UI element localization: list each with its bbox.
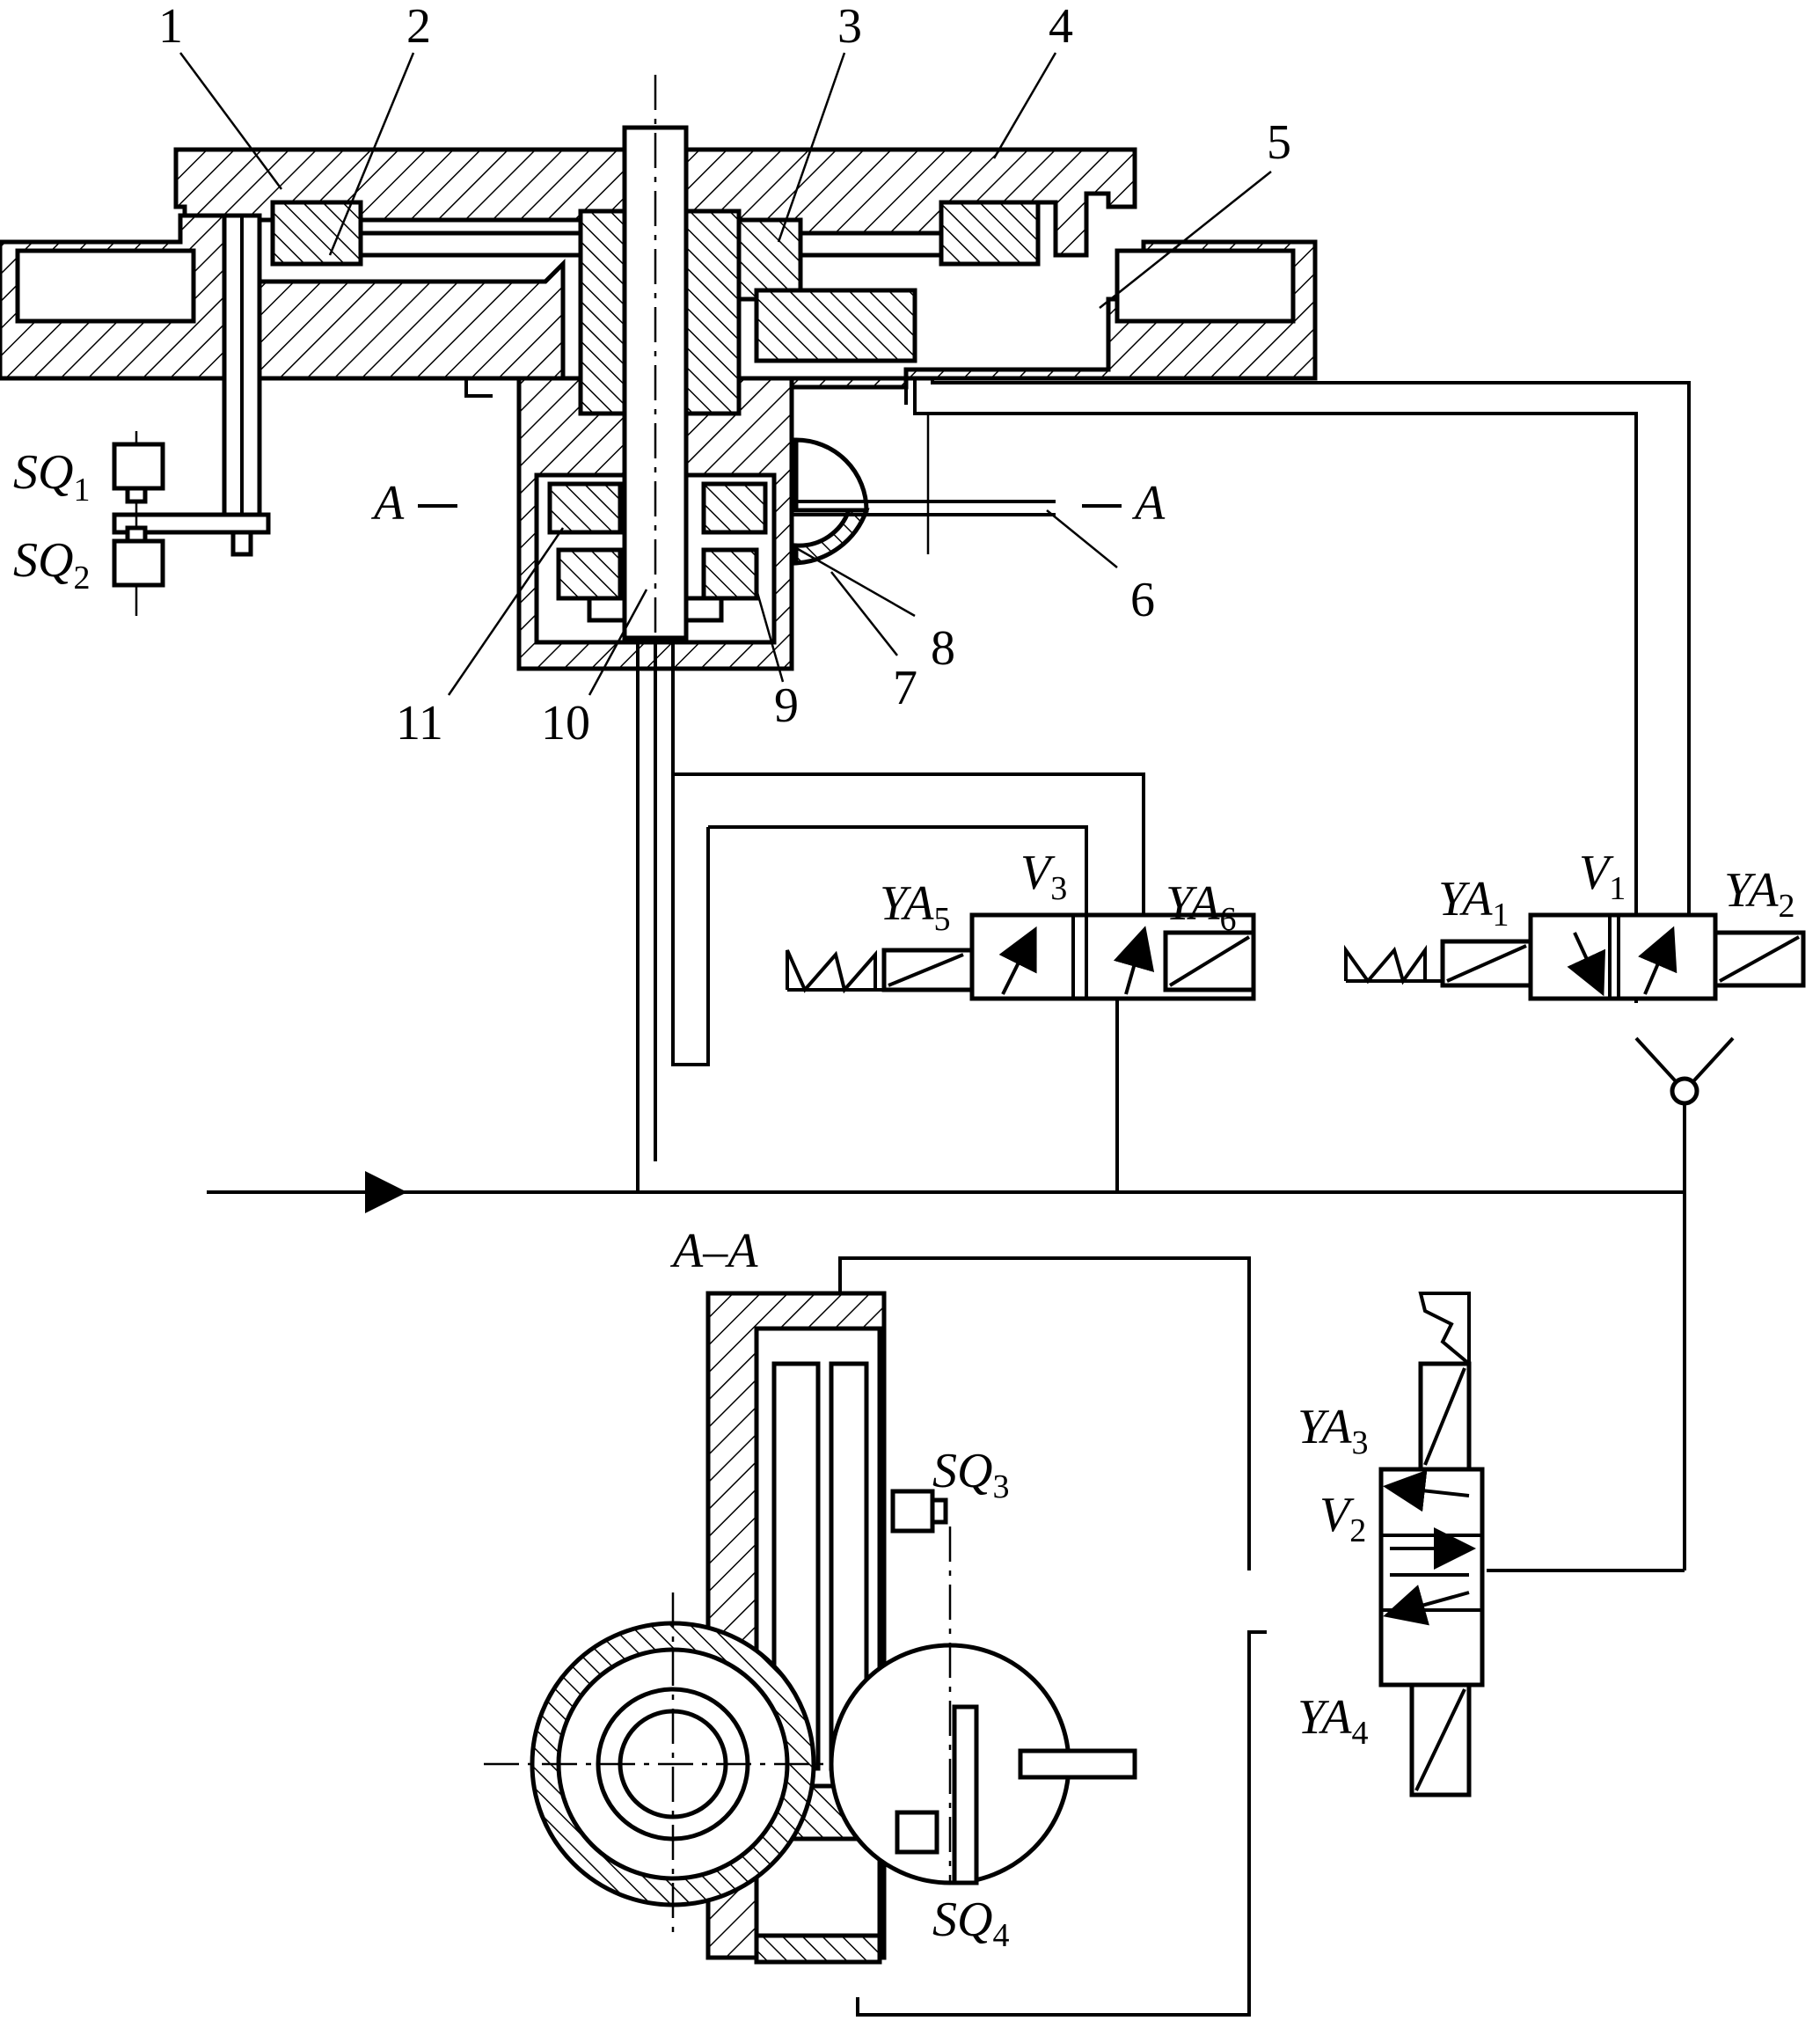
label-sq1: SQ1 bbox=[13, 445, 90, 509]
section-mark-right: A bbox=[1131, 476, 1166, 531]
label-sq2: SQ2 bbox=[13, 533, 90, 597]
part-number-4: 4 bbox=[1049, 0, 1073, 54]
label-ya4: YA4 bbox=[1297, 1690, 1368, 1752]
label-ya3: YA3 bbox=[1297, 1400, 1368, 1461]
part-number-11: 11 bbox=[396, 696, 443, 750]
part-number-9: 9 bbox=[774, 678, 799, 733]
valve-v2 bbox=[1378, 1292, 1485, 1797]
leader-lines bbox=[179, 52, 1272, 696]
section-mark-left: A bbox=[370, 476, 405, 531]
part-number-8: 8 bbox=[931, 621, 955, 676]
part-numbers: 1 2 3 4 5 6 7 8 9 10 11 bbox=[158, 0, 1291, 750]
valve-v3 bbox=[786, 912, 1256, 1001]
part-number-2: 2 bbox=[406, 0, 431, 54]
valve-v1 bbox=[1344, 912, 1806, 1001]
label-ya1: YA1 bbox=[1438, 872, 1509, 933]
label-v3: V3 bbox=[1020, 846, 1067, 907]
label-v2: V2 bbox=[1319, 1488, 1366, 1549]
section-a-a bbox=[484, 1291, 1137, 1965]
part-number-10: 10 bbox=[541, 696, 590, 750]
label-ya2: YA2 bbox=[1724, 863, 1794, 925]
pneumatic-lines bbox=[207, 378, 1735, 2017]
part-number-7: 7 bbox=[893, 661, 917, 715]
label-section-a-a: A–A bbox=[669, 1224, 758, 1278]
label-ya5: YA5 bbox=[880, 876, 950, 938]
label-sq3: SQ3 bbox=[932, 1444, 1009, 1505]
section-marks bbox=[418, 414, 1122, 554]
part-number-3: 3 bbox=[837, 0, 862, 54]
central-housing bbox=[516, 75, 1056, 1183]
label-v1: V1 bbox=[1579, 846, 1626, 907]
component-labels: SQ1 SQ2 A A YA5 V3 YA6 YA1 V1 YA2 A–A SQ… bbox=[13, 445, 1794, 1954]
part-number-1: 1 bbox=[158, 0, 183, 54]
part-number-5: 5 bbox=[1267, 115, 1291, 170]
part-number-6: 6 bbox=[1130, 573, 1155, 627]
limit-switches-top bbox=[112, 431, 165, 616]
label-ya6: YA6 bbox=[1166, 876, 1236, 938]
label-sq4: SQ4 bbox=[932, 1893, 1009, 1954]
